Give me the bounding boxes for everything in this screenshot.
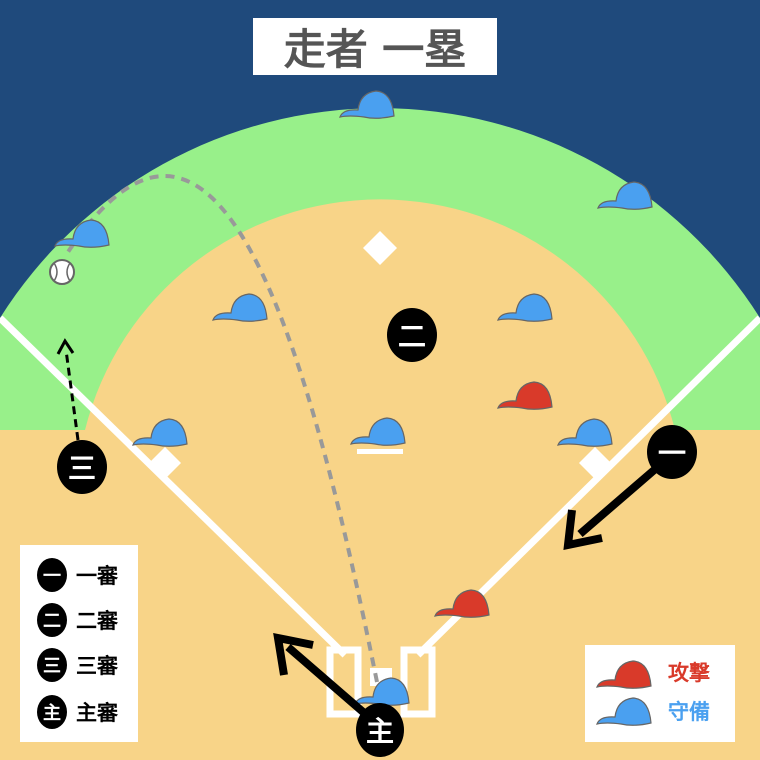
- first-base: [579, 447, 611, 479]
- offense-cap-runner: [497, 381, 553, 410]
- legend-item-home: 主 主審: [37, 695, 119, 729]
- defense-cap-cf: [339, 90, 395, 119]
- defense-cap-2b: [497, 293, 553, 322]
- home-umpire-arrow: [273, 632, 373, 722]
- defense-cap-ss: [212, 293, 268, 322]
- umpire-third: 三: [57, 440, 107, 494]
- offense-cap-icon: [596, 660, 652, 689]
- team-legend: 攻撃 守備: [585, 645, 735, 742]
- svg-text:主: 主: [43, 702, 61, 724]
- svg-text:三審: 三審: [76, 654, 119, 678]
- second-base: [363, 231, 397, 265]
- legend-item-second: 二 二審: [37, 603, 119, 637]
- title-box: 走者 一塁: [253, 18, 497, 75]
- offense-players: [434, 381, 553, 618]
- defense-cap-p: [350, 417, 406, 446]
- svg-text:二審: 二審: [76, 609, 119, 633]
- page-title: 走者 一塁: [284, 25, 467, 74]
- svg-text:一: 一: [43, 566, 61, 587]
- defense-cap-1b: [557, 418, 613, 447]
- defense-cap-rf: [597, 181, 653, 210]
- first-umpire-arrow: [563, 461, 663, 551]
- defense-label: 守備: [668, 700, 710, 724]
- umpire-legend: 一 一審 二 二審 三 三審 主 主審: [20, 545, 138, 742]
- svg-text:一審: 一審: [76, 564, 119, 588]
- defense-cap-icon: [596, 697, 652, 726]
- defense-cap-lf: [54, 219, 110, 248]
- third-base: [149, 447, 181, 479]
- offense-label: 攻撃: [668, 661, 710, 685]
- svg-text:三: 三: [43, 656, 61, 677]
- baseball-icon: [49, 259, 75, 285]
- umpire-second: 二: [387, 308, 437, 362]
- umpire-first-mark: 一: [658, 437, 686, 470]
- umpire-home: 主: [356, 703, 404, 757]
- legend-item-third: 三 三審: [37, 648, 119, 682]
- umpire-home-mark: 主: [366, 715, 394, 748]
- legend-item-first: 一 一審: [37, 558, 119, 592]
- defense-players: [54, 90, 653, 706]
- defense-cap-3b: [132, 418, 188, 447]
- infield-dirt: [85, 199, 675, 430]
- svg-text:二: 二: [43, 611, 61, 632]
- third-umpire-arrow: [56, 338, 80, 441]
- umpire-movement-arrows: [56, 338, 663, 722]
- umpire-third-mark: 三: [68, 452, 96, 485]
- umpire-second-mark: 二: [398, 320, 426, 353]
- ball-trajectory: [66, 174, 379, 683]
- offense-cap-batter: [434, 589, 490, 618]
- umpire-first: 一: [647, 425, 697, 479]
- pitchers-plate: [357, 449, 403, 454]
- svg-text:主審: 主審: [76, 701, 119, 725]
